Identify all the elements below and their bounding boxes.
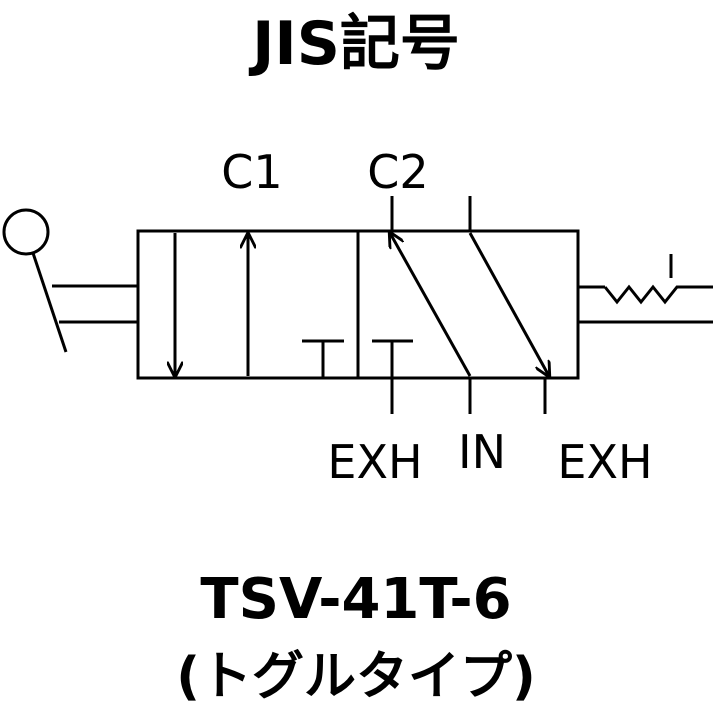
- right-position-box: [372, 233, 549, 378]
- figure-title: JIS記号: [248, 9, 460, 79]
- flow-arrow-diagonal-down: [468, 232, 549, 376]
- model-subtitle: (トグルタイプ): [176, 647, 536, 707]
- port-label-in: IN: [458, 425, 506, 479]
- model-number: TSV-41T-6: [200, 567, 511, 632]
- toggle-lever-icon: [2, 208, 138, 353]
- valve-body: [136, 229, 580, 380]
- flow-arrow-diagonal-up: [390, 233, 472, 377]
- port-label-c1: C1: [221, 145, 282, 199]
- port-lines: [390, 196, 547, 414]
- left-position-box: [175, 233, 344, 378]
- port-label-exh-left: EXH: [327, 435, 422, 489]
- port-label-c2: C2: [367, 145, 428, 199]
- port-label-exh-right: EXH: [557, 435, 652, 489]
- spring-return-icon: [578, 254, 713, 324]
